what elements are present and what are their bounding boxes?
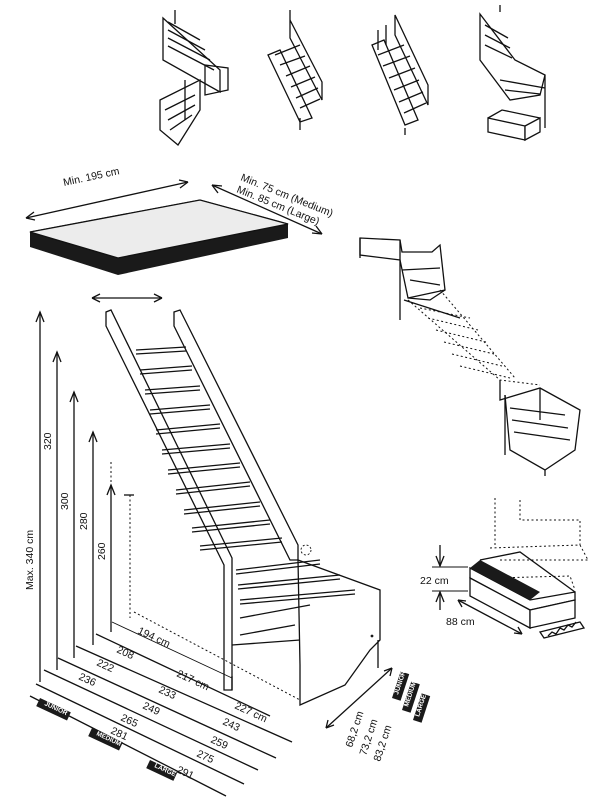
max-height-label: Max. 340 cm bbox=[24, 530, 36, 590]
step-detail: 22 cm 88 cm bbox=[420, 498, 589, 639]
length-junior-194: 194 cm bbox=[136, 625, 173, 651]
config-thumbnail-straight bbox=[267, 10, 323, 130]
height-dimensions: Max. 340 cm 320 300 280 260 bbox=[24, 310, 134, 682]
stair-width-arrow bbox=[91, 293, 163, 303]
height-320: 320 bbox=[42, 432, 54, 450]
turning-stair-detail bbox=[359, 237, 581, 476]
config-thumbnail-l-shaped bbox=[159, 10, 229, 146]
opening-min-length: Min. 195 cm bbox=[62, 165, 121, 189]
length-junior-222: 222 bbox=[95, 657, 116, 675]
length-medium-265: 265 bbox=[119, 712, 140, 730]
length-medium-217: 217 cm bbox=[175, 668, 212, 694]
config-thumbnail-straight-rail bbox=[371, 14, 429, 135]
height-260: 260 bbox=[96, 542, 108, 560]
step-height-label: 22 cm bbox=[420, 575, 449, 587]
step-depth-label: 88 cm bbox=[446, 616, 475, 628]
floor-opening bbox=[29, 199, 289, 275]
length-medium-233: 233 bbox=[157, 684, 178, 702]
height-280: 280 bbox=[78, 512, 90, 530]
main-staircase bbox=[105, 309, 381, 707]
length-junior-208: 208 bbox=[115, 644, 136, 662]
config-thumbnail-winder-box bbox=[479, 5, 546, 142]
length-medium-249: 249 bbox=[141, 700, 162, 718]
height-300: 300 bbox=[59, 492, 71, 510]
length-large-259: 259 bbox=[209, 734, 230, 752]
length-large-275: 275 bbox=[195, 748, 216, 766]
